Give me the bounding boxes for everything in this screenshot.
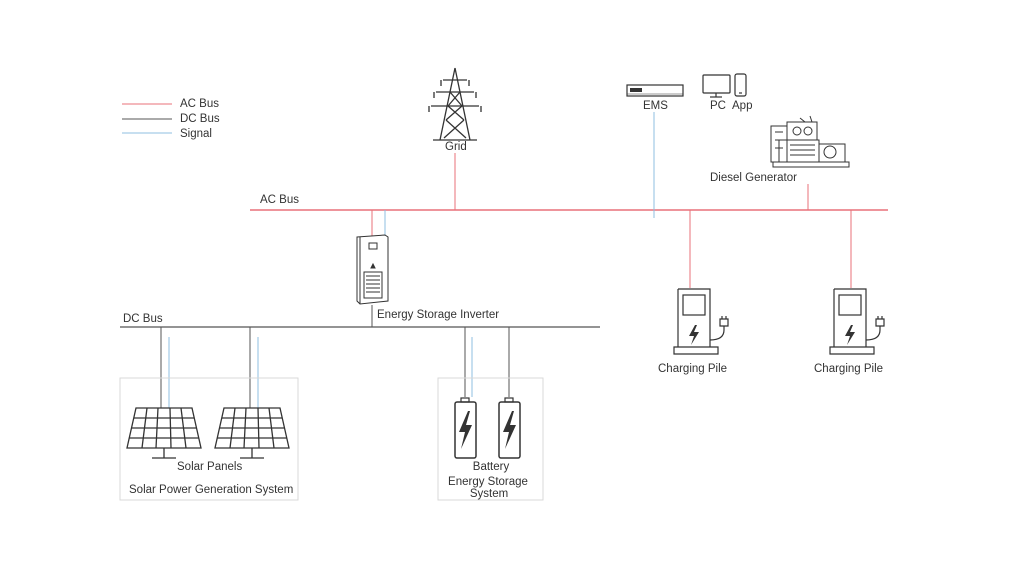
charging-pile-2-label: Charging Pile (814, 363, 883, 375)
app-label: App (732, 100, 752, 112)
dc-bus-label: DC Bus (123, 313, 163, 325)
battery-label-line3: System (470, 488, 508, 500)
legend-ac-label: AC Bus (180, 98, 219, 110)
diesel-generator-label: Diesel Generator (710, 172, 797, 184)
ac-bus-label: AC Bus (260, 194, 299, 206)
solar-panel-icon (126, 407, 202, 459)
inverter-label: Energy Storage Inverter (377, 309, 499, 321)
battery-system-box (437, 377, 544, 501)
transmission-tower-icon (428, 67, 482, 141)
charging-pile-icon (829, 288, 885, 355)
solar-system-box (119, 377, 299, 501)
legend-dc-label: DC Bus (180, 113, 220, 125)
diesel-generator-icon (770, 115, 850, 168)
battery-label-line2: Energy Storage (448, 476, 528, 488)
grid-label: Grid (445, 141, 467, 153)
ems-label: EMS (643, 100, 668, 112)
inverter-cabinet-icon (356, 234, 389, 305)
battery-icon (498, 397, 521, 459)
solar-system-label: Solar Power Generation System (129, 484, 293, 496)
pc-monitor-icon (702, 74, 731, 98)
legend: AC Bus DC Bus Signal (122, 98, 220, 140)
pc-label: PC (710, 100, 726, 112)
solar-panels-label: Solar Panels (177, 461, 242, 473)
solar-panel-icon (214, 407, 290, 459)
battery-label-line1: Battery (473, 461, 510, 473)
ems-device-icon (626, 84, 684, 97)
legend-signal-label: Signal (180, 128, 212, 140)
battery-icon (454, 397, 477, 459)
charging-pile-1-label: Charging Pile (658, 363, 727, 375)
charging-pile-icon (673, 288, 729, 355)
phone-icon (734, 73, 747, 97)
